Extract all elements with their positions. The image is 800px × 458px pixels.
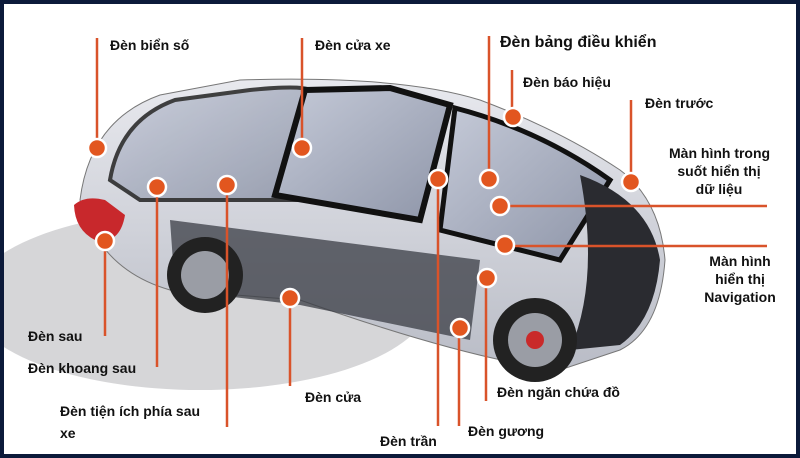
front-bumper [570,175,660,350]
label-navigation: Màn hình hiển thị Navigation [690,252,790,306]
label-rear-utility-line2: xe [60,425,76,441]
leader-lines [95,36,767,427]
dot-hud [489,195,511,217]
label-rear-utility-line1: Đèn tiện ích phía sau [60,403,201,419]
marker-dots [86,106,642,339]
label-door: Đèn cửa [305,389,362,405]
label-hud-line2: suốt hiển thị [677,163,761,179]
dot-mirror [449,317,471,339]
diagram-frame: Đèn biển số Đèn cửa xe Đèn bảng điều khi… [4,4,796,454]
label-dashboard: Đèn bảng điều khiển [500,34,657,51]
label-door-courtesy: Đèn cửa xe [315,37,391,53]
label-hud-line3: dữ liệu [695,181,743,197]
label-hud: Màn hình trong suốt hiển thị dữ liệu [669,144,771,198]
label-rear: Đèn sau [28,328,83,344]
dot-headlight [620,171,642,193]
car-illustration [4,36,767,427]
label-signal: Đèn báo hiệu [523,74,611,90]
dot-glovebox [476,267,498,289]
dot-navigation [494,234,516,256]
dot-rear-utility [216,174,238,196]
label-ceiling: Đèn trần [380,433,437,449]
dot-signal [502,106,524,128]
label-nav-line2: hiển thị [715,271,765,287]
tail-light [74,198,125,241]
label-glovebox: Đèn ngăn chứa đồ [497,384,620,400]
dot-trunk [146,176,168,198]
door-panel [170,220,480,340]
label-headlight: Đèn trước [645,95,714,111]
dot-license-plate [86,137,108,159]
sunroof [271,84,454,224]
label-rear-utility: Đèn tiện ích phía sau xe [60,400,200,444]
windshield [437,104,614,263]
label-nav-line1: Màn hình [709,253,771,269]
dot-ceiling [427,168,449,190]
dot-dashboard [478,168,500,190]
dot-door-courtesy [291,137,313,159]
label-nav-line3: Navigation [704,289,776,305]
label-mirror: Đèn gương [468,423,545,439]
label-trunk: Đèn khoang sau [28,360,137,376]
dot-rear [94,230,116,252]
label-hud-line1: Màn hình trong [669,145,771,161]
label-license-plate: Đèn biển số [110,37,190,53]
dot-door [279,287,301,309]
